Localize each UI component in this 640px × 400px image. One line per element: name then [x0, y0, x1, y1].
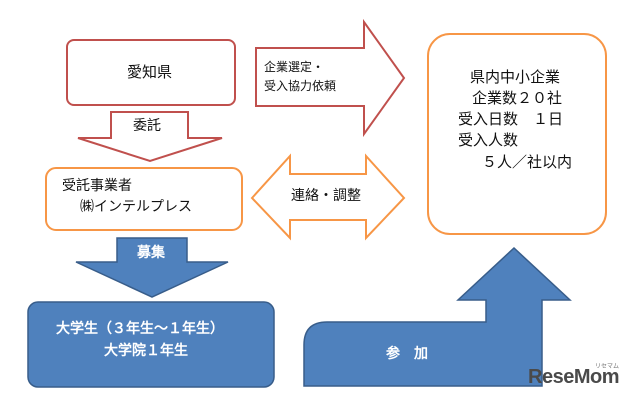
itaku-arrow: [77, 111, 223, 163]
resemom-logo-sub: リセマム: [595, 363, 620, 370]
companies-label-line1: 県内中小企業: [470, 68, 561, 86]
resemom-logo: ReseMom: [528, 366, 619, 388]
liaison-label: 連絡・調整: [291, 188, 361, 204]
contractor-label-line1: 受託事業者: [62, 178, 132, 194]
selection-label-line2: 受入協力依頼: [264, 79, 337, 93]
sanka-arrow: [303, 246, 572, 387]
liaison-arrow: [250, 153, 406, 241]
companies-label-line5: ５人／社以内: [482, 153, 573, 171]
itaku-label: 委託: [133, 118, 161, 134]
companies-label-line2: 企業数２０社: [472, 89, 563, 107]
boshu-arrow: [75, 237, 229, 298]
students-label-line2: 大学院１年生: [104, 343, 188, 359]
contractor-label-line2: ㈱インテルプレス: [80, 199, 192, 215]
aichi-box: [66, 39, 236, 106]
contractor-box: [45, 167, 243, 231]
students-box: [27, 301, 275, 388]
sanka-label: 参 加: [386, 346, 428, 362]
companies-label-line4: 受入人数: [458, 131, 519, 149]
aichi-label: 愛知県: [127, 63, 173, 81]
companies-label-line3: 受入日数 １日: [458, 110, 564, 128]
boshu-label: 募集: [137, 245, 165, 261]
selection-label-line1: 企業選定・: [264, 60, 325, 74]
students-label-line1: 大学生（３年生～１年生）: [56, 321, 224, 337]
companies-box: [427, 33, 607, 235]
selection-arrow: [255, 18, 406, 138]
